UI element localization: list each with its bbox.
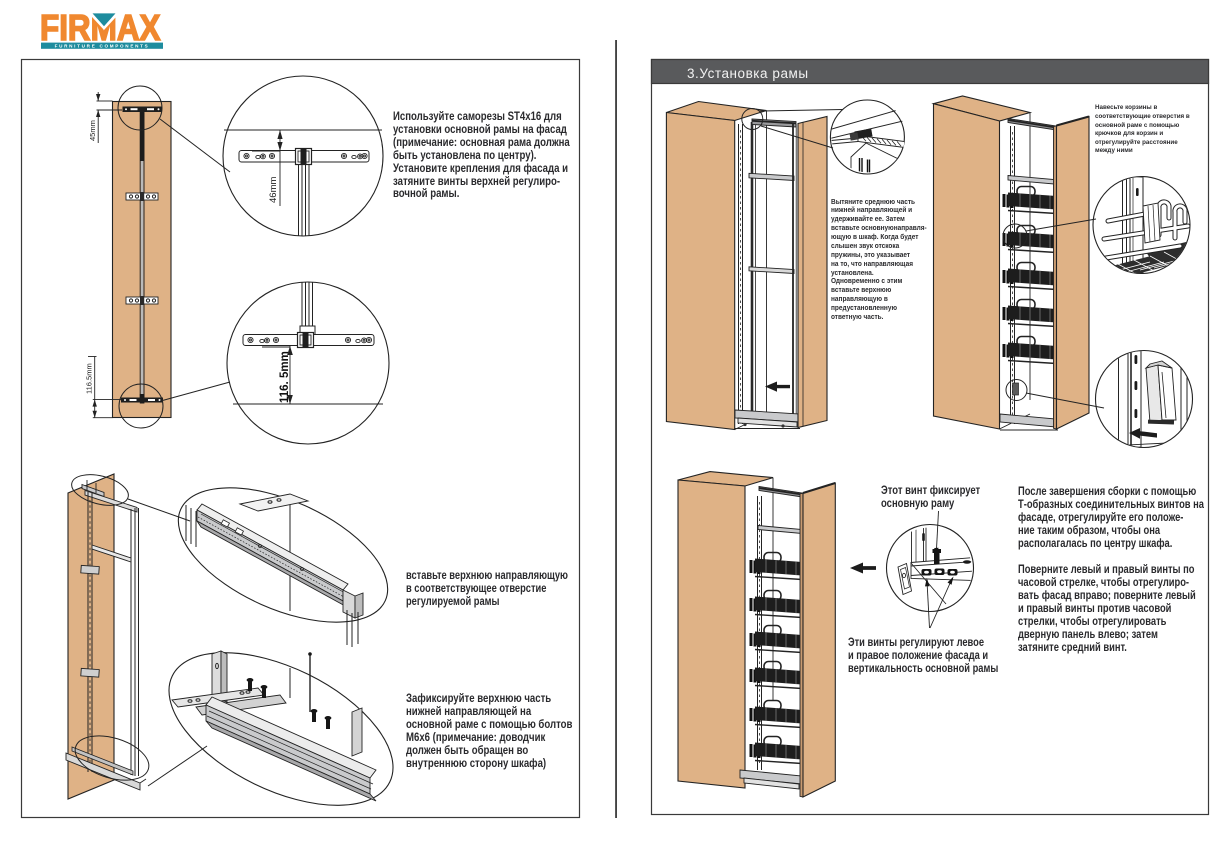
- svg-text:46mm: 46mm: [268, 177, 279, 203]
- svg-text:45mm: 45mm: [88, 120, 97, 141]
- svg-text:116.5mm: 116.5mm: [85, 363, 94, 394]
- svg-text:116. 5mm: 116. 5mm: [279, 351, 291, 403]
- svg-text:FURNITURE COMPONENTS: FURNITURE COMPONENTS: [55, 43, 150, 48]
